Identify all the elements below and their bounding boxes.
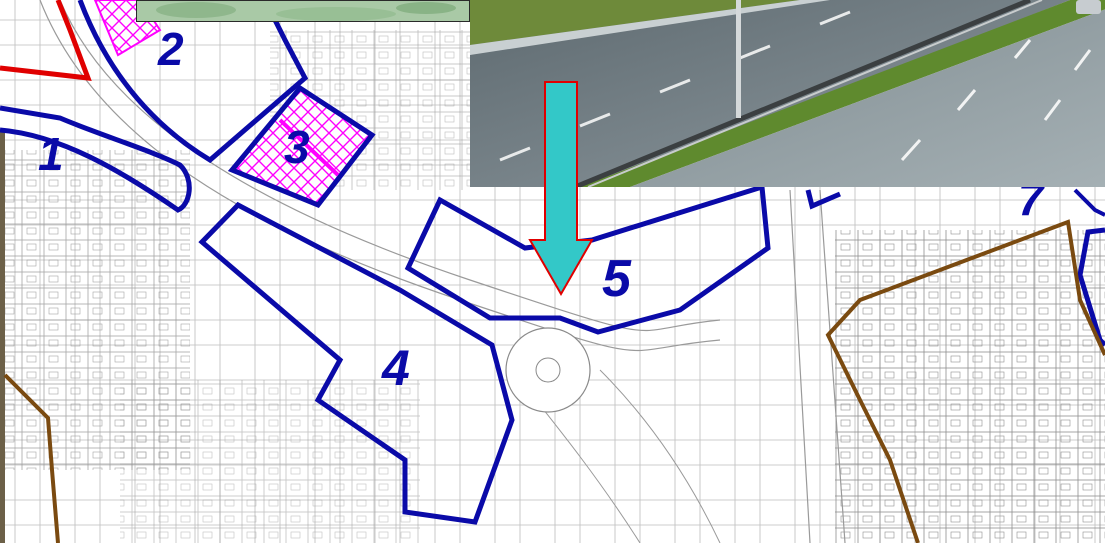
dense-parcels-right — [835, 230, 1105, 543]
roundabout-inner — [535, 357, 561, 383]
zone-2-label: 2 — [157, 23, 184, 75]
zone-7-edge — [1073, 188, 1105, 217]
main-road-line-2 — [39, 0, 721, 352]
brown-boundary-left — [3, 373, 60, 543]
zone-4-label: 4 — [381, 340, 410, 396]
zone-7-outline — [1077, 227, 1105, 347]
highway-photo — [470, 0, 1105, 187]
zone-5-label: 5 — [602, 250, 632, 308]
zone-1-outline — [0, 105, 192, 213]
zone-2-outline — [77, 0, 309, 164]
vertical-road-line — [789, 189, 846, 543]
zone-1-label: 1 — [38, 128, 64, 180]
red-boundary — [0, 0, 92, 81]
main-road-line — [59, 0, 721, 332]
zone-4-outline — [198, 201, 515, 525]
zone-6-fragment — [805, 189, 841, 210]
zone-3-magenta-line — [278, 118, 340, 177]
top-inset-image — [136, 0, 470, 22]
brown-boundary-right — [825, 219, 1105, 543]
dense-parcels-bottom — [120, 380, 420, 543]
left-edge-photo-strip — [0, 130, 5, 543]
arrow-down-icon — [528, 81, 594, 296]
zone-3-label: 3 — [284, 121, 310, 173]
roundabout — [505, 327, 591, 413]
